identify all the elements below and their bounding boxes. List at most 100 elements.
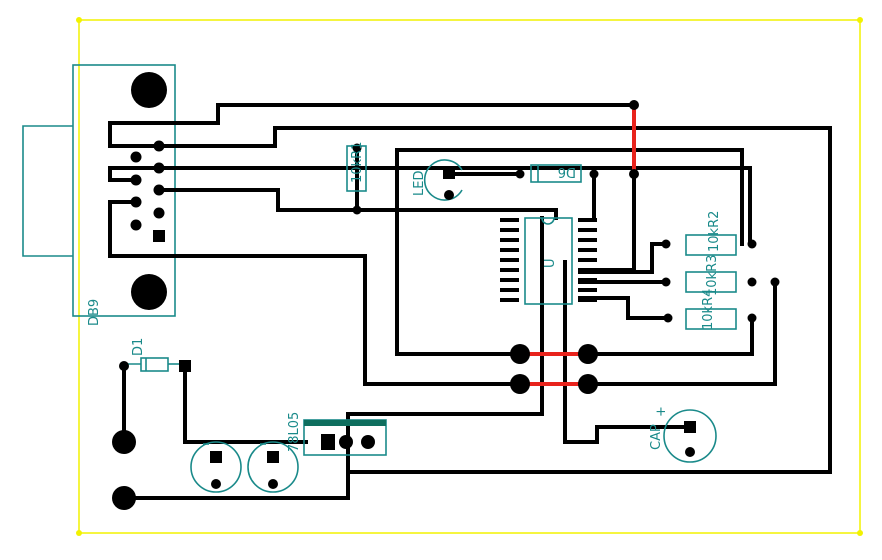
pad-square — [321, 434, 335, 450]
pad-large — [578, 344, 598, 364]
db9-pin — [153, 207, 165, 219]
pad — [663, 313, 673, 323]
pad — [747, 239, 757, 249]
ic-body — [524, 217, 573, 305]
ic-u: U — [500, 217, 597, 305]
pad — [661, 277, 671, 287]
board-corner-tr — [857, 17, 863, 23]
db9-pin-square — [153, 230, 165, 242]
regulator-tab-bar — [304, 420, 386, 426]
small-cap-1-outline — [190, 441, 242, 493]
ic-pad — [578, 268, 597, 272]
trace — [395, 148, 522, 356]
ic-pad — [578, 278, 597, 282]
diode-d1: D1 — [119, 338, 191, 372]
cap-label: CAP — [649, 424, 664, 450]
small-cap-2-outline — [247, 441, 299, 493]
ic-pad — [578, 248, 597, 252]
resistor-r1: 10kR1 — [346, 142, 367, 215]
db9-shell-outline — [22, 125, 73, 257]
ic-pins-right — [578, 218, 597, 302]
db9-label: DB9 — [87, 299, 102, 326]
ic-pad — [500, 228, 519, 232]
diode-d1-label: D1 — [131, 338, 146, 356]
ic-pad — [500, 248, 519, 252]
small-cap-1 — [190, 441, 242, 493]
ic-pad — [578, 298, 597, 302]
db9-connector: DB9 — [22, 64, 176, 326]
resistor-r3-label: 10kR3 — [705, 255, 720, 296]
board-corner-tl — [76, 17, 82, 23]
pad-large — [510, 344, 530, 364]
diode-d6-body — [530, 164, 582, 183]
ic-pad — [578, 288, 597, 292]
trace — [108, 200, 522, 386]
pad-square — [267, 451, 279, 463]
diode-d6-label: D6 — [558, 164, 576, 179]
ic-pins-left — [500, 218, 519, 302]
led-component: LED — [412, 159, 463, 201]
board-corner-br — [857, 530, 863, 536]
pad — [352, 205, 362, 215]
small-cap-2 — [247, 441, 299, 493]
pad-square — [179, 360, 191, 372]
jumpers — [522, 105, 636, 386]
via — [770, 277, 780, 287]
pad — [515, 169, 525, 179]
pad — [661, 239, 671, 249]
board-corner-bl — [76, 530, 82, 536]
power-pad-large — [112, 486, 136, 510]
board-outline — [78, 19, 861, 534]
resistor-r1-label: 10kR1 — [350, 142, 365, 183]
resistor-r3-body — [685, 271, 737, 293]
jumper-pads — [510, 344, 598, 394]
pad — [747, 277, 757, 287]
pad — [211, 479, 221, 489]
ic-pad — [578, 238, 597, 242]
trace — [108, 103, 636, 148]
ic-pad — [500, 238, 519, 242]
traces — [108, 103, 832, 500]
pad — [747, 313, 757, 323]
led-pad-square — [443, 167, 455, 179]
db9-pin — [130, 219, 142, 231]
resistor-r3: 10kR3 — [661, 255, 757, 296]
ic-pad — [578, 228, 597, 232]
ic-pad — [500, 278, 519, 282]
pad-large — [510, 374, 530, 394]
cap-plus-label: + — [654, 406, 669, 417]
trace — [586, 280, 777, 386]
ic-pad — [500, 218, 519, 222]
via — [629, 100, 639, 110]
ic-pad — [578, 218, 597, 222]
pad — [361, 435, 375, 449]
pad — [685, 447, 695, 457]
resistor-r4-body — [685, 308, 737, 330]
trace — [108, 166, 752, 246]
pad — [339, 435, 353, 449]
cap-main: CAP + — [649, 406, 717, 463]
led-label: LED — [412, 171, 427, 196]
trace — [183, 364, 308, 444]
pad — [352, 143, 362, 153]
resistor-r2-label: 10kR2 — [707, 211, 722, 252]
ic-pad — [500, 288, 519, 292]
trace — [157, 126, 832, 474]
cap-main-outline — [663, 409, 717, 463]
pad-square — [684, 421, 696, 433]
pad — [268, 479, 278, 489]
db9-mount-hole-bottom — [131, 274, 167, 310]
resistor-r2: 10kR2 — [661, 211, 757, 256]
trace — [586, 316, 754, 356]
via — [629, 169, 639, 179]
trace — [395, 148, 744, 246]
trace — [157, 188, 558, 220]
trace — [578, 242, 668, 274]
ic-pad — [500, 298, 519, 302]
diode-d6: D6 — [515, 164, 599, 183]
via-pads — [629, 100, 780, 287]
trace — [578, 296, 670, 320]
power-pad-large — [112, 430, 136, 454]
regulator-label: 78L05 — [287, 412, 302, 452]
db9-mount-hole-top — [131, 72, 167, 108]
